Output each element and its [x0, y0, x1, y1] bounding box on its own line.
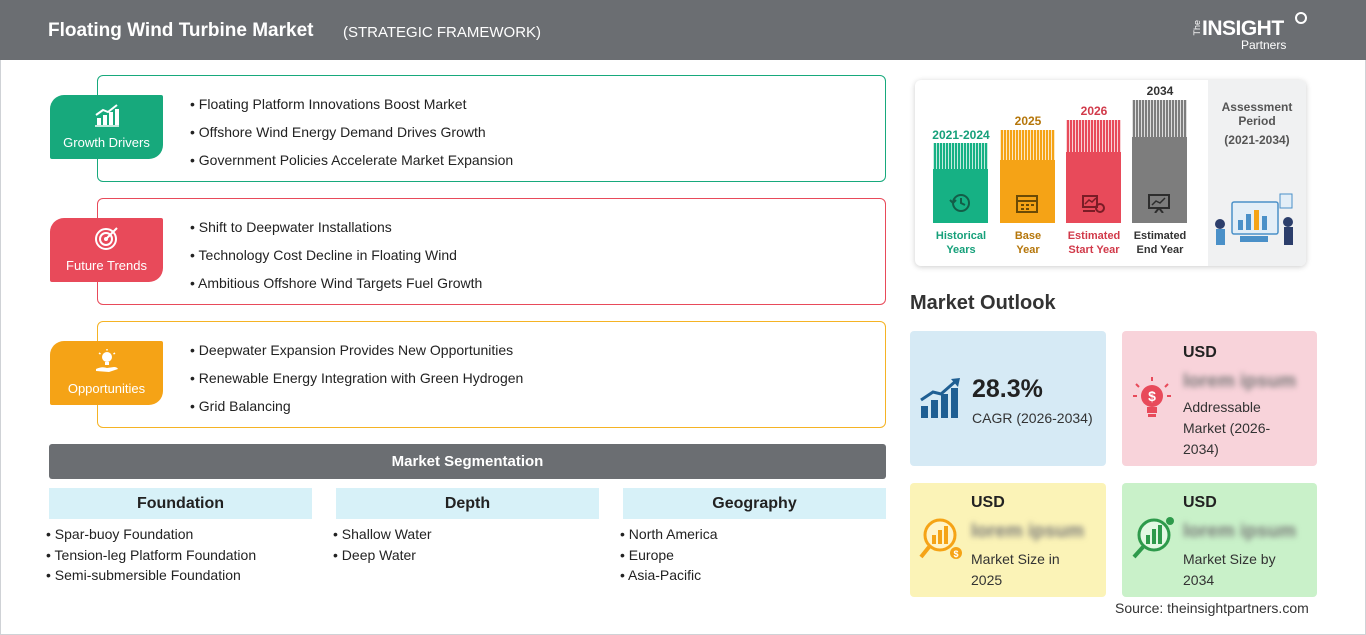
list-item: Asia-Pacific — [620, 567, 718, 588]
presentation-icon — [1148, 194, 1170, 213]
timeline-bar-historical — [933, 143, 988, 223]
list-item: Deepwater Expansion Provides New Opportu… — [190, 341, 523, 369]
timeline-label-line: Estimated — [1067, 230, 1121, 242]
assessment-title: Assessment Period — [1221, 100, 1293, 128]
future-trends-list: Shift to Deepwater Installations Technol… — [190, 218, 482, 302]
list-item: Ambitious Offshore Wind Targets Fuel Gro… — [190, 274, 482, 302]
assessment-panel: Assessment Period (2021-2034) — [1208, 80, 1306, 266]
segmentation-title: Market Segmentation — [49, 444, 886, 479]
header-bar: Floating Wind Turbine Market (STRATEGIC … — [0, 0, 1366, 60]
segment-heading-foundation: Foundation — [49, 488, 312, 519]
timeline-label-line: Start Year — [1068, 244, 1120, 256]
svg-text:$: $ — [953, 549, 958, 559]
source-credit: Source: theinsightpartners.com — [1115, 600, 1309, 616]
list-item: Floating Platform Innovations Boost Mark… — [190, 95, 513, 123]
growth-drivers-tag: Growth Drivers — [50, 95, 163, 159]
addressable-market-card: USD lorem ipsum $ Addressable Market (20… — [1122, 331, 1317, 466]
timeline-year-start: 2026 — [1080, 104, 1108, 118]
timeline-label-base: Base Year — [985, 229, 1071, 257]
list-item: Tension-leg Platform Foundation — [46, 547, 257, 568]
timeline-label-line: End Year — [1136, 244, 1184, 256]
idea-hand-icon — [96, 349, 118, 372]
opportunities-box: Deepwater Expansion Provides New Opportu… — [97, 321, 886, 428]
list-item: Technology Cost Decline in Floating Wind — [190, 246, 482, 274]
timeline-label-line: Estimated — [1133, 230, 1187, 242]
list-item: Grid Balancing — [190, 397, 523, 425]
segment-heading-geography: Geography — [623, 488, 886, 519]
opportunities-tag: Opportunities — [50, 341, 163, 405]
future-trends-box: Shift to Deepwater Installations Technol… — [97, 198, 886, 305]
timeline-year-base: 2025 — [1014, 114, 1042, 128]
cagr-value: 28.3% — [972, 375, 1043, 403]
history-icon — [949, 194, 970, 212]
size2025-usd: USD — [971, 494, 1005, 511]
growth-chart-icon — [920, 378, 960, 418]
svg-text:$: $ — [1148, 388, 1156, 404]
timeline-card: Assessment Period (2021-2034) — [915, 80, 1306, 266]
size2034-value: lorem ipsum — [1183, 521, 1296, 542]
analytics-team-icon — [1215, 193, 1293, 245]
addressable-value: lorem ipsum — [1183, 371, 1296, 392]
depth-list: Shallow Water Deep Water — [333, 526, 432, 567]
page-subtitle: (STRATEGIC FRAMEWORK) — [343, 24, 542, 41]
addressable-usd: USD — [1183, 344, 1217, 361]
market-size-2034-card: USD lorem ipsum Market Size by 2034 — [1122, 483, 1317, 597]
list-item: North America — [620, 526, 718, 547]
growth-drivers-label: Growth Drivers — [63, 135, 150, 150]
timeline-label-start: Estimated Start Year — [1051, 229, 1137, 257]
timeline-bar-base — [1000, 130, 1055, 223]
cagr-label: CAGR (2026-2034) — [972, 410, 1093, 426]
opportunities-list: Deepwater Expansion Provides New Opportu… — [190, 341, 524, 425]
logo-partners-text: Partners — [1241, 38, 1287, 52]
future-trends-tag: Future Trends — [50, 218, 163, 282]
timeline-label-line: Year — [1016, 244, 1040, 256]
timeline-bar-start — [1066, 120, 1121, 223]
timeline-label-line: Historical — [935, 230, 987, 242]
size2025-label: Market Size in 2025 — [971, 551, 1060, 588]
growth-drivers-box: Floating Platform Innovations Boost Mark… — [97, 75, 886, 182]
opportunities-label: Opportunities — [67, 381, 146, 396]
target-icon — [95, 227, 118, 250]
cagr-card: 28.3% CAGR (2026-2034) — [910, 331, 1106, 466]
list-item: Government Policies Accelerate Market Ex… — [190, 151, 513, 179]
size2034-label: Market Size by 2034 — [1183, 551, 1276, 588]
timeline-label-end: Estimated End Year — [1117, 229, 1203, 257]
list-item: Spar-buoy Foundation — [46, 526, 256, 547]
assessment-range: (2021-2034) — [1224, 133, 1290, 147]
timeline-label-line: Base — [1014, 230, 1042, 242]
list-item: Shallow Water — [333, 526, 432, 547]
list-item: Renewable Energy Integration with Green … — [190, 369, 524, 397]
list-item: Shift to Deepwater Installations — [190, 218, 482, 246]
list-item: Europe — [620, 547, 718, 568]
calendar-icon — [1016, 195, 1038, 213]
geography-list: North America Europe Asia-Pacific — [620, 526, 718, 588]
market-size-2025-card: USD lorem ipsum $ Market Size in 2025 — [910, 483, 1106, 597]
size2034-usd: USD — [1183, 494, 1217, 511]
future-trends-label: Future Trends — [66, 258, 147, 273]
logo-insight-text: INSIGHT — [1202, 17, 1284, 40]
addressable-label: Addressable Market (2026-2034) — [1183, 399, 1271, 457]
growth-chart-icon — [95, 104, 119, 127]
market-outlook-title: Market Outlook — [910, 292, 1056, 314]
page-title: Floating Wind Turbine Market — [48, 20, 314, 41]
magnifier-chart-icon: $ — [919, 518, 962, 559]
list-item: Deep Water — [333, 547, 432, 568]
logo-the-text: The — [1192, 20, 1202, 36]
size2025-value: lorem ipsum — [971, 521, 1084, 542]
timeline-year-end: 2034 — [1146, 84, 1174, 98]
foundation-list: Spar-buoy Foundation Tension-leg Platfor… — [46, 526, 257, 588]
forecast-icon — [1082, 195, 1105, 213]
logo-bulb-icon — [1295, 12, 1307, 24]
insight-partners-logo[interactable]: The INSIGHT Partners — [1192, 10, 1312, 54]
magnifier-chart-icon — [1132, 517, 1174, 559]
timeline-label-line: Years — [946, 244, 976, 256]
list-item: Semi-submersible Foundation — [46, 567, 256, 588]
bulb-dollar-icon: $ — [1133, 377, 1171, 417]
list-item: Offshore Wind Energy Demand Drives Growt… — [190, 123, 513, 151]
growth-drivers-list: Floating Platform Innovations Boost Mark… — [190, 95, 513, 179]
timeline-year-historical: 2021-2024 — [932, 128, 990, 142]
segment-heading-depth: Depth — [336, 488, 599, 519]
timeline-label-historical: Historical Years — [918, 229, 1004, 257]
